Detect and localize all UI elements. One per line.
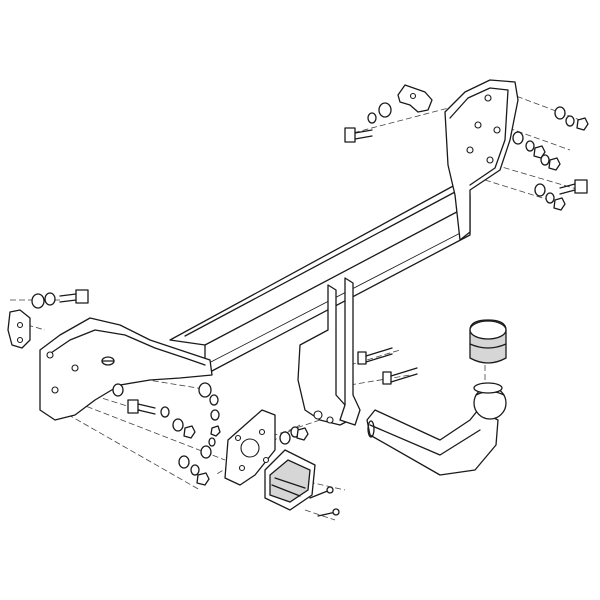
crossbar (169, 184, 471, 373)
fasteners (7, 84, 589, 517)
bolt (559, 179, 588, 195)
bolt (357, 347, 393, 365)
right-bracket (444, 79, 519, 241)
socket (264, 449, 316, 511)
bolt (382, 367, 418, 385)
bolt (59, 289, 89, 304)
ball-cap (469, 319, 507, 364)
bolt (127, 399, 156, 415)
bolt (344, 127, 373, 143)
socket-plate (224, 409, 276, 486)
left-bracket (39, 317, 213, 421)
ball-arm (366, 382, 507, 476)
neck-plates (297, 277, 361, 426)
